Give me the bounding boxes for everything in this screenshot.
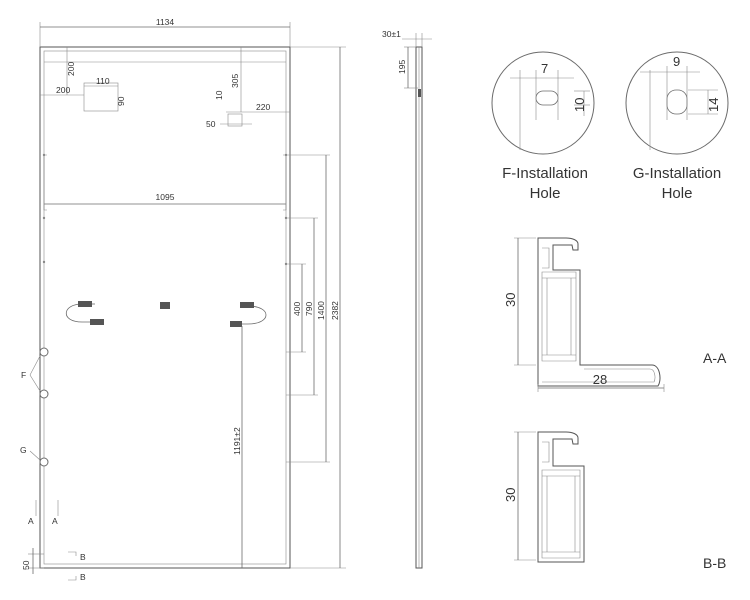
side-thickness: 30±1 [382,29,401,39]
side-offset: 195 [397,60,407,74]
marker-g: G [20,445,27,455]
hole-f-title-1: F-Installation [502,165,588,182]
mount-box [83,82,119,112]
dim-width-total: 1134 [156,17,175,27]
hole-g-height: 14 [706,98,721,112]
panel-outline [39,46,291,569]
section-a-a: 30 28 A-A [503,237,727,392]
section-b-label: B-B [703,555,726,571]
marker-b-bottom: B [80,572,86,582]
dim-left-offset: 200 [56,85,70,95]
section-b-b: 30 B-B [503,431,726,571]
marker-a-left: A [28,516,34,526]
dim-jb-top: 305 [230,74,240,88]
section-a-height: 30 [503,293,518,307]
dim-jb-right: 220 [256,102,270,112]
junction-box [227,113,243,127]
side-view: 30±1 195 [382,29,432,569]
dim-cable-length: 1191±2 [232,427,242,455]
connector-right-bottom [230,321,242,327]
hole-g [39,457,49,467]
hole-f-top [39,347,49,357]
hole-g-title-1: G-Installation [633,165,721,182]
dim-box-width: 110 [96,76,110,86]
dim-mount-top: 200 [66,62,76,76]
hole-g-circle [625,51,729,155]
hole-f-width: 7 [541,61,548,76]
connector-left-bottom [90,319,104,325]
hole-f-bottom [39,389,49,399]
section-b-height: 30 [503,488,518,502]
hole-g-width: 9 [673,54,680,69]
dim-bottom: 50 [21,560,31,570]
connector-right-top [240,302,254,308]
marker-f: F [21,370,26,380]
panel-inner-frame [43,50,287,565]
hole-f-height: 10 [572,98,587,112]
marker-a-right: A [52,516,58,526]
front-view: 1134 200 110 90 200 305 10 220 50 1095 [20,17,346,582]
connector-left-top [78,301,92,307]
dim-jb-width: 50 [206,119,216,129]
dim-box-height: 90 [116,96,126,106]
dim-inner-width: 1095 [156,192,175,202]
hole-g-title-2: Hole [662,185,693,202]
dim-790: 790 [304,302,314,316]
section-a-label: A-A [703,350,727,366]
dim-jb-height: 10 [214,90,224,100]
hole-f-title-2: Hole [530,185,561,202]
marker-b-top: B [80,552,86,562]
hole-f-circle [491,51,595,155]
profile-b-outline [537,431,585,563]
cable-assembly [65,301,267,327]
dim-400: 400 [292,302,302,316]
dim-1400: 1400 [316,301,326,320]
dim-total-height: 2382 [330,301,340,320]
junction-box-center [160,302,170,309]
hole-f-detail: 7 10 F-Installation Hole [491,51,595,202]
hole-g-detail: 9 14 G-Installation Hole [625,51,729,202]
section-a-width: 28 [593,372,607,387]
profile-a-outline [537,237,661,387]
